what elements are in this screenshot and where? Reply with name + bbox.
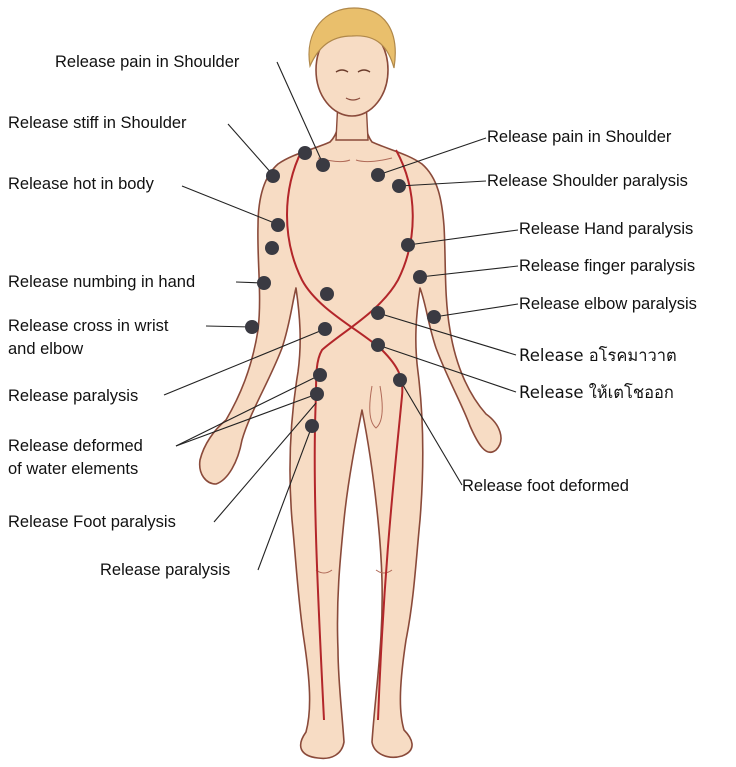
- point-abdomen-right-upper: [371, 306, 385, 320]
- label-hand-paralysis: Release Hand paralysis: [519, 219, 693, 240]
- point-left-shoulder-top: [298, 146, 312, 160]
- body-outline: [200, 108, 501, 758]
- point-left-thigh: [305, 419, 319, 433]
- point-right-forearm: [413, 270, 427, 284]
- point-right-upper-arm: [401, 238, 415, 252]
- label-foot-deformed: Release foot deformed: [462, 476, 629, 497]
- label-paralysis-upper: Release paralysis: [8, 386, 138, 407]
- head: [309, 8, 395, 140]
- point-left-upper-arm-1: [271, 218, 285, 232]
- leader-stiff-shoulder: [228, 124, 273, 175]
- point-left-shoulder-inner: [316, 158, 330, 172]
- label-elbow-paralysis: Release elbow paralysis: [519, 294, 697, 315]
- point-abdomen-left-lower: [318, 322, 332, 336]
- label-thai-1: Release อโรคมาวาต: [519, 345, 677, 366]
- label-foot-paralysis: Release Foot paralysis: [8, 512, 176, 533]
- point-left-hip-2: [310, 387, 324, 401]
- point-right-hip: [393, 373, 407, 387]
- label-shoulder-paralysis: Release Shoulder paralysis: [487, 171, 688, 192]
- point-abdomen-left-upper: [320, 287, 334, 301]
- label-finger-paralysis: Release finger paralysis: [519, 256, 695, 277]
- point-right-shoulder-inner: [371, 168, 385, 182]
- point-abdomen-right-lower: [371, 338, 385, 352]
- label-numbing-hand: Release numbing in hand: [8, 272, 195, 293]
- point-right-wrist: [427, 310, 441, 324]
- label-pain-shoulder-right: Release pain in Shoulder: [487, 127, 671, 148]
- point-left-hip-1: [313, 368, 327, 382]
- body-silhouette: [200, 108, 501, 758]
- label-pain-shoulder-left: Release pain in Shoulder: [55, 52, 239, 73]
- label-deformed-water-line1: Release deformed: [8, 436, 143, 457]
- point-left-wrist: [245, 320, 259, 334]
- label-cross-wrist-line2: and elbow: [8, 339, 83, 360]
- point-left-shoulder-outer: [266, 169, 280, 183]
- point-left-forearm: [257, 276, 271, 290]
- label-hot-body: Release hot in body: [8, 174, 154, 195]
- label-cross-wrist-line1: Release cross in wrist: [8, 316, 168, 337]
- label-stiff-shoulder: Release stiff in Shoulder: [8, 113, 187, 134]
- label-deformed-water-line2: of water elements: [8, 459, 138, 480]
- label-paralysis-lower: Release paralysis: [100, 560, 230, 581]
- point-right-shoulder-outer: [392, 179, 406, 193]
- point-left-upper-arm-2: [265, 241, 279, 255]
- label-thai-2: Release ให้เตโชออก: [519, 382, 674, 403]
